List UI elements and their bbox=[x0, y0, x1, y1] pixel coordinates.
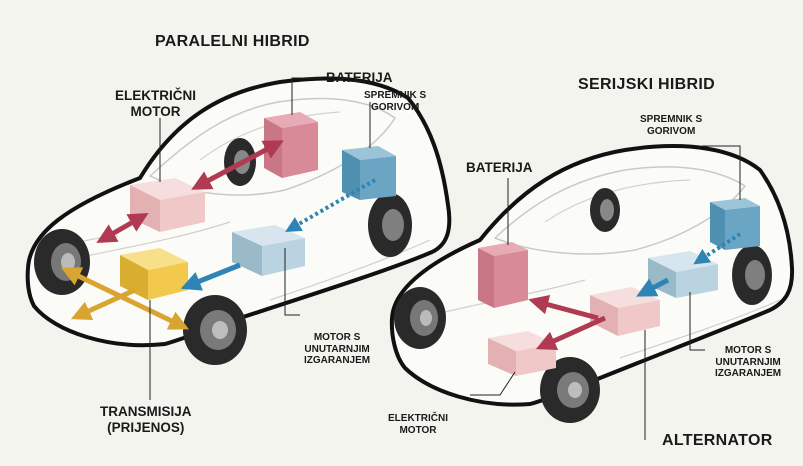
parallel-battery-label: BATERIJA bbox=[326, 70, 393, 85]
series-alternator-label: ALTERNATOR bbox=[662, 432, 773, 449]
series-wheel-rear-right bbox=[732, 245, 772, 305]
series-arrow-fuel-engine bbox=[693, 232, 742, 265]
series-arrow-engine-alternator bbox=[636, 277, 670, 297]
series-engine-label: MOTOR S UNUTARNJIM IZGARANJEM bbox=[715, 345, 782, 379]
parallel-fuel-tank-box bbox=[342, 146, 396, 200]
series-car-outline bbox=[389, 144, 795, 423]
series-battery-box bbox=[478, 242, 528, 308]
series-electric-motor-label: ELEKTRIČNI MOTOR bbox=[388, 413, 448, 436]
parallel-arrow-battery-motor bbox=[191, 140, 284, 190]
series-title: SERIJSKI HIBRID bbox=[578, 76, 715, 93]
series-wheel-front-right bbox=[540, 357, 600, 423]
parallel-fuel-tank-label: SPREMNIK S GORIVOM bbox=[364, 90, 427, 113]
parallel-title: PARALELNI HIBRID bbox=[155, 33, 310, 50]
parallel-car-outline bbox=[25, 76, 452, 365]
parallel-transmission-label: TRANSMISIJA (PRIJENOS) bbox=[100, 404, 192, 435]
series-arrow-alternator-motor bbox=[535, 315, 607, 351]
parallel-electric-motor-label: ELEKTRIČNI MOTOR bbox=[115, 88, 196, 119]
parallel-arrow-motor-transmission bbox=[96, 213, 149, 243]
parallel-arrow-transmission-front bbox=[60, 267, 190, 330]
parallel-electric-motor-box bbox=[130, 178, 205, 232]
parallel-wheel-rear-right bbox=[368, 193, 412, 257]
parallel-leader-lines bbox=[149, 77, 371, 400]
parallel-arrow-engine-transmission bbox=[180, 262, 241, 291]
parallel-wheel-front-right bbox=[183, 295, 247, 365]
series-wheel-front-left bbox=[394, 287, 446, 349]
parallel-engine-label: MOTOR S UNUTARNJIM IZGARANJEM bbox=[304, 332, 371, 366]
parallel-wheel-front-left bbox=[34, 229, 90, 295]
series-fuel-tank-box bbox=[710, 198, 760, 250]
parallel-arrow-fuel-engine bbox=[285, 178, 377, 233]
series-leader-lines bbox=[470, 145, 741, 440]
series-battery-label: BATERIJA bbox=[466, 160, 533, 175]
series-arrow-alternator-battery bbox=[528, 294, 599, 321]
parallel-arrow-transmission-cross bbox=[70, 287, 137, 320]
series-wheel-rear-left bbox=[590, 188, 620, 232]
series-fuel-tank-label: SPREMNIK S GORIVOM bbox=[640, 114, 703, 137]
